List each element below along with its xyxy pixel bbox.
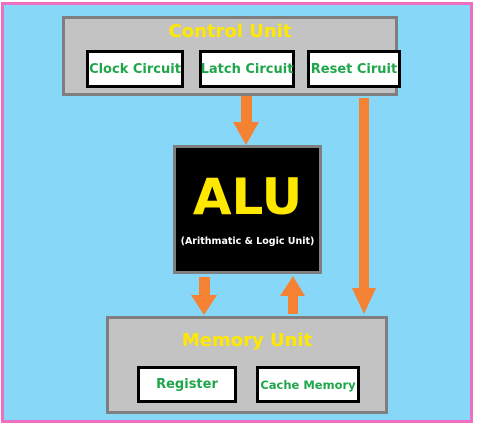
alu-subtitle: (Arithmatic & Logic Unit) bbox=[180, 236, 315, 247]
reset-circuit-box: Reset Ciruit bbox=[307, 50, 401, 88]
latch-circuit-box: Latch Circuit bbox=[199, 50, 295, 88]
arrow-alu-to-memory bbox=[191, 277, 217, 315]
control-unit-title: Control Unit bbox=[168, 21, 292, 42]
alu-box: ALU (Arithmatic & Logic Unit) bbox=[173, 145, 322, 274]
arrow-reset-to-memory bbox=[352, 98, 376, 314]
memory-unit: Memory Unit Register Cache Memory bbox=[106, 316, 388, 414]
memory-unit-title: Memory Unit bbox=[181, 330, 313, 351]
arrow-control-to-alu bbox=[233, 96, 259, 145]
register-box: Register bbox=[137, 366, 237, 403]
arrow-memory-to-alu bbox=[280, 276, 305, 314]
alu-title: ALU bbox=[192, 168, 303, 226]
control-unit: Control Unit Clock Circuit Latch Circuit… bbox=[62, 16, 401, 96]
clock-circuit-box: Clock Circuit bbox=[86, 50, 184, 88]
cache-memory-box: Cache Memory bbox=[256, 366, 360, 403]
